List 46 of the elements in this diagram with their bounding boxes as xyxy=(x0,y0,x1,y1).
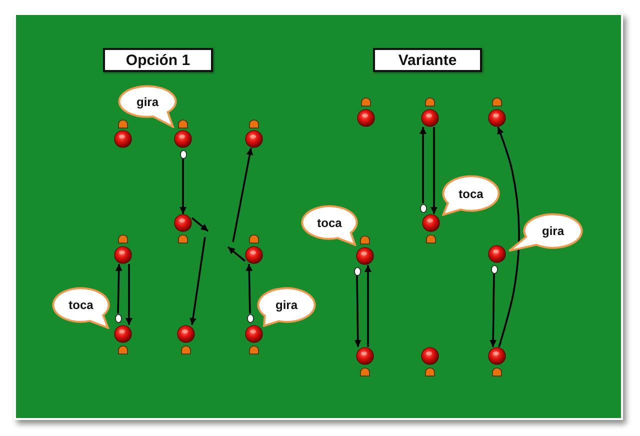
player-marker-icon xyxy=(356,347,374,365)
player-marker-icon xyxy=(174,130,192,148)
player-marker-icon xyxy=(114,246,132,264)
speech-bubble xyxy=(52,287,110,329)
arrow xyxy=(354,275,362,348)
speech-bubble xyxy=(508,213,583,252)
player-marker-icon xyxy=(245,130,263,148)
speech-bubble xyxy=(118,85,177,128)
player-marker-icon xyxy=(177,325,195,343)
curved-arrow xyxy=(497,126,520,348)
bubble-text: toca xyxy=(68,299,94,311)
bubble-text: gira xyxy=(542,225,564,237)
arrow xyxy=(180,158,186,214)
player-marker-icon xyxy=(422,214,440,232)
arrow xyxy=(246,264,253,314)
speech-bubble xyxy=(442,175,500,216)
section-title: Variante xyxy=(373,48,482,72)
arrow xyxy=(420,127,426,204)
arrow xyxy=(364,265,372,347)
player-marker-icon xyxy=(245,325,263,343)
bubble-text: gira xyxy=(276,299,298,311)
arrow xyxy=(232,148,254,242)
player-marker-icon xyxy=(357,109,375,127)
player-marker-icon xyxy=(488,109,506,127)
bubble-text: toca xyxy=(317,216,342,228)
player-marker-icon xyxy=(245,246,263,264)
bubble-text: gira xyxy=(136,96,158,108)
player-marker-icon xyxy=(356,247,374,265)
arrow xyxy=(191,217,209,232)
player-marker-icon xyxy=(421,109,439,127)
player-marker-icon xyxy=(488,245,506,263)
player-marker-icon xyxy=(488,347,506,365)
player-marker-icon xyxy=(114,325,132,343)
arrow xyxy=(115,264,122,314)
section-title: Opción 1 xyxy=(103,48,213,72)
arrow xyxy=(430,127,438,214)
arrow xyxy=(190,236,206,326)
arrow xyxy=(227,246,246,262)
player-marker-icon xyxy=(114,130,132,148)
player-marker-icon xyxy=(421,347,439,365)
arrow xyxy=(490,273,497,348)
speech-bubble xyxy=(257,287,316,327)
arrow xyxy=(126,264,132,325)
bubble-text: toca xyxy=(458,188,484,200)
player-marker-icon xyxy=(174,214,192,232)
speech-bubble xyxy=(301,205,358,246)
